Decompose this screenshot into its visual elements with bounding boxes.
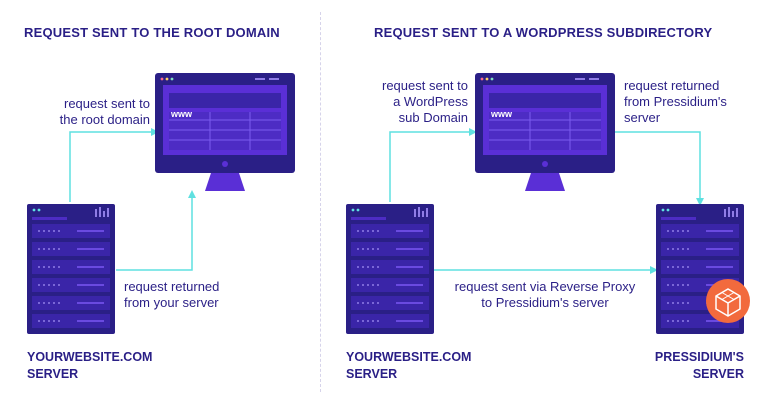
left-server-label: YOURWEBSITE.COM SERVER [27, 350, 153, 381]
right-monitor-icon [474, 72, 616, 192]
right-return-label: request returned from Pressidium's serve… [624, 78, 727, 125]
right-arrows [389, 128, 704, 274]
left-server-rack-icon [27, 204, 115, 334]
left-return-label: request returned from your server [124, 279, 220, 310]
right-left-server-rack-icon [346, 204, 434, 334]
right-left-server-label: YOURWEBSITE.COM SERVER [346, 350, 472, 381]
left-heading: REQUEST SENT TO THE ROOT DOMAIN [24, 25, 280, 40]
panel-divider [320, 12, 321, 392]
right-pressidium-server-label: PRESSIDIUM'S SERVER [654, 350, 744, 381]
right-proxy-label: request sent via Reverse Proxy to Pressi… [454, 279, 636, 310]
left-arrows [69, 128, 196, 271]
right-monitor-www: www [490, 109, 513, 119]
right-request-label: request sent to a WordPress sub Domain [382, 78, 468, 125]
left-request-label: request sent to the root domain [59, 96, 150, 127]
right-heading: REQUEST SENT TO A WORDPRESS SUBDIRECTORY [374, 25, 713, 40]
left-monitor-icon [154, 72, 296, 192]
pressidium-logo-icon [706, 279, 750, 323]
left-monitor-www: www [170, 109, 193, 119]
